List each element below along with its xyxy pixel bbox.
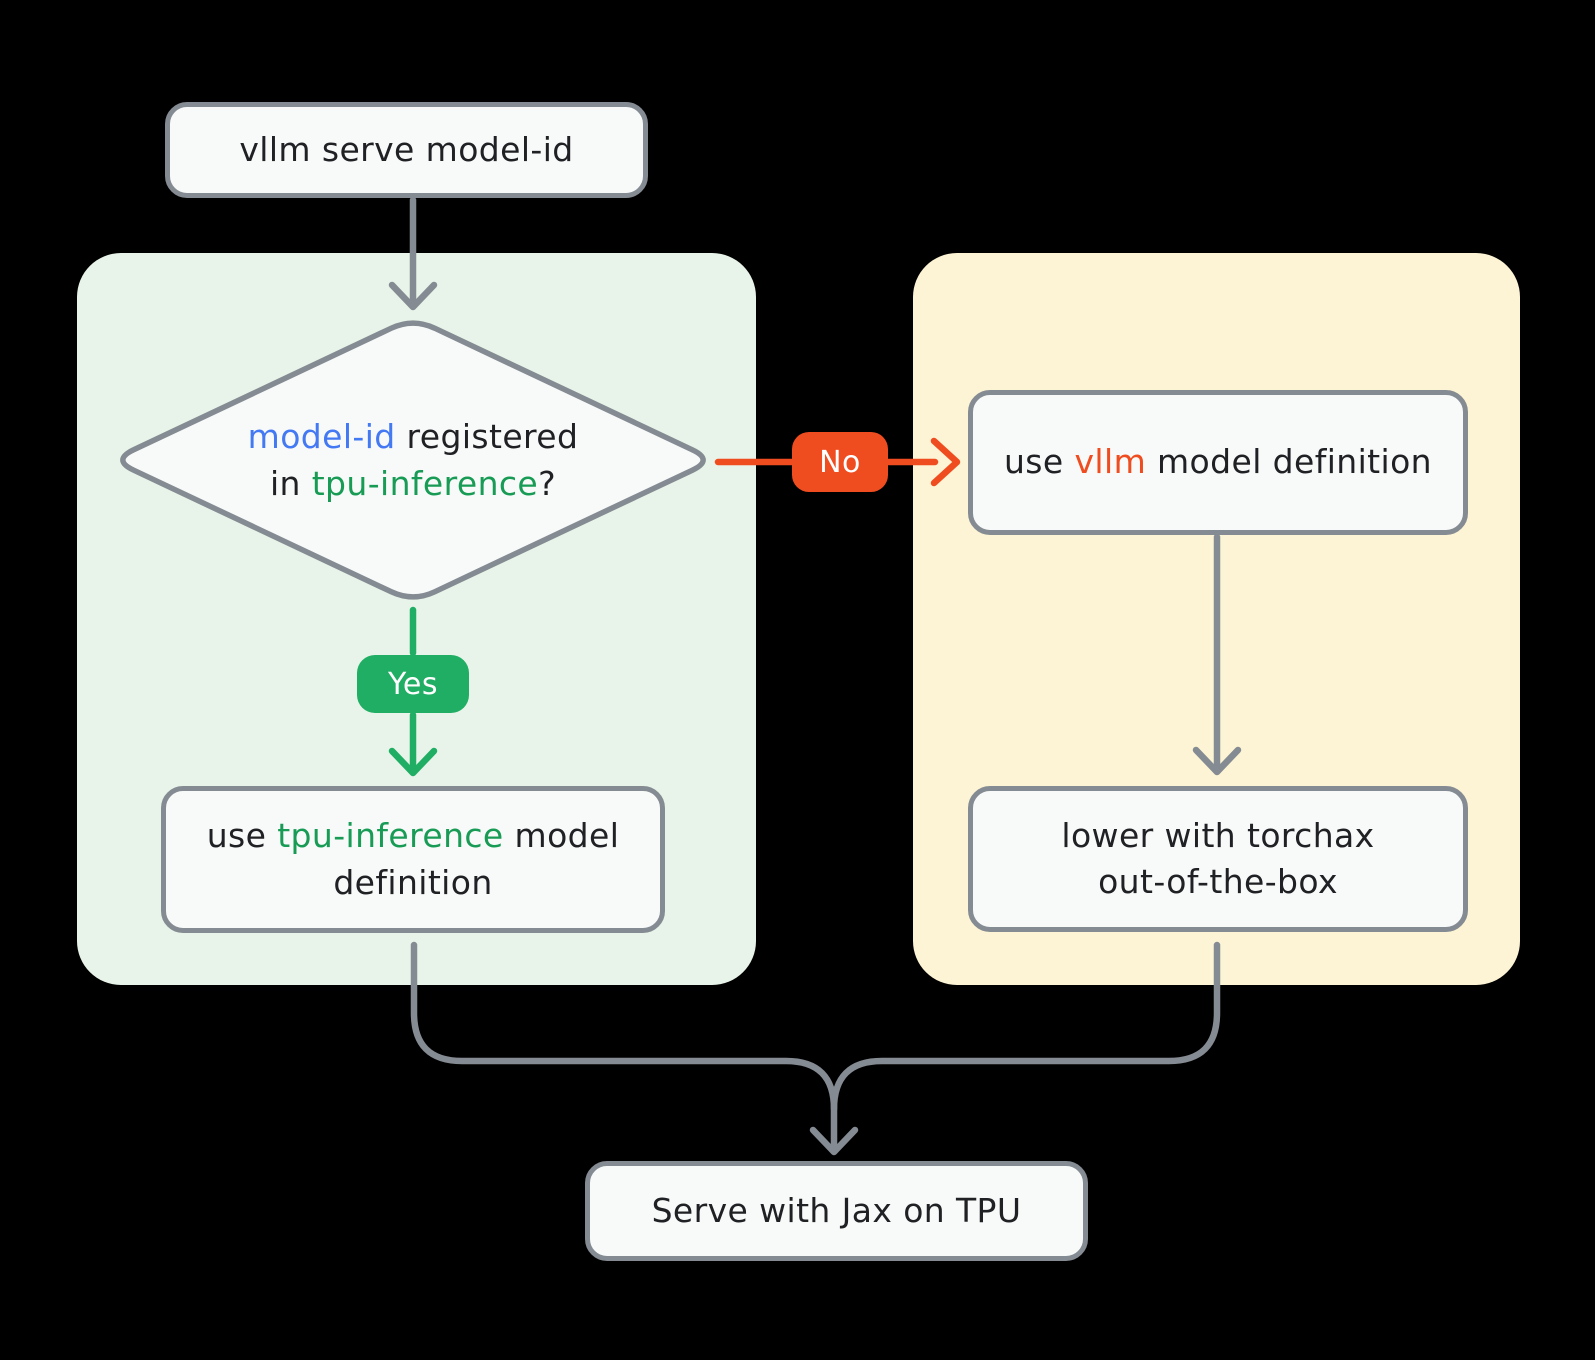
edge-merge-right bbox=[830, 941, 1221, 1113]
no-badge-label: No bbox=[819, 444, 861, 480]
arrowhead-right-icon bbox=[930, 437, 961, 487]
node-use-tpu-label: use tpu-inference model definition bbox=[184, 813, 642, 905]
gray-connectors bbox=[388, 196, 1242, 1156]
model-definition-token: model definition bbox=[333, 816, 620, 902]
node-use-tpu-inference: use tpu-inference model definition bbox=[161, 786, 665, 933]
tpu-inference-token: tpu-inference bbox=[277, 816, 504, 856]
node-serve-jax-tpu: Serve with Jax on TPU bbox=[585, 1161, 1088, 1261]
node-start: vllm serve model-id bbox=[165, 102, 648, 198]
decision-diamond-shape bbox=[120, 320, 706, 600]
yes-badge: Yes bbox=[357, 655, 469, 713]
use-token: use bbox=[1003, 442, 1075, 482]
torchax-line2: out-of-the-box bbox=[1098, 862, 1338, 901]
model-definition-token: model definition bbox=[1146, 442, 1432, 482]
arrowhead-down-icon bbox=[388, 747, 438, 777]
vllm-token: vllm bbox=[1074, 442, 1147, 482]
decision-question-mark: ? bbox=[538, 464, 557, 503]
tpu-inference-token: tpu-inference bbox=[311, 464, 539, 503]
decision-line1: model-id registered bbox=[248, 414, 579, 461]
arrowhead-down-icon bbox=[1192, 746, 1242, 776]
use-token: use bbox=[206, 816, 278, 856]
decision-line1-rest: registered bbox=[395, 417, 579, 457]
node-use-vllm-label: use vllm model definition bbox=[1004, 439, 1432, 485]
node-use-vllm: use vllm model definition bbox=[968, 390, 1468, 535]
decision-line2-in: in bbox=[269, 464, 312, 503]
model-id-token: model-id bbox=[247, 417, 396, 457]
edge-merge-left bbox=[410, 941, 838, 1150]
torchax-line1: lower with torchax bbox=[1061, 815, 1375, 855]
node-lower-torchax: lower with torchax out-of-the-box bbox=[968, 786, 1468, 932]
arrowhead-down-icon bbox=[809, 1126, 859, 1156]
yes-connector bbox=[388, 606, 438, 777]
node-decision-label: model-id registered in tpu-inference? bbox=[163, 398, 663, 524]
arrowhead-down-icon bbox=[388, 281, 438, 311]
decision-line2: in tpu-inference? bbox=[270, 461, 556, 508]
node-serve-label: Serve with Jax on TPU bbox=[651, 1190, 1022, 1230]
node-start-label: vllm serve model-id bbox=[239, 129, 574, 169]
yes-badge-label: Yes bbox=[388, 666, 438, 702]
no-badge: No bbox=[792, 432, 888, 492]
